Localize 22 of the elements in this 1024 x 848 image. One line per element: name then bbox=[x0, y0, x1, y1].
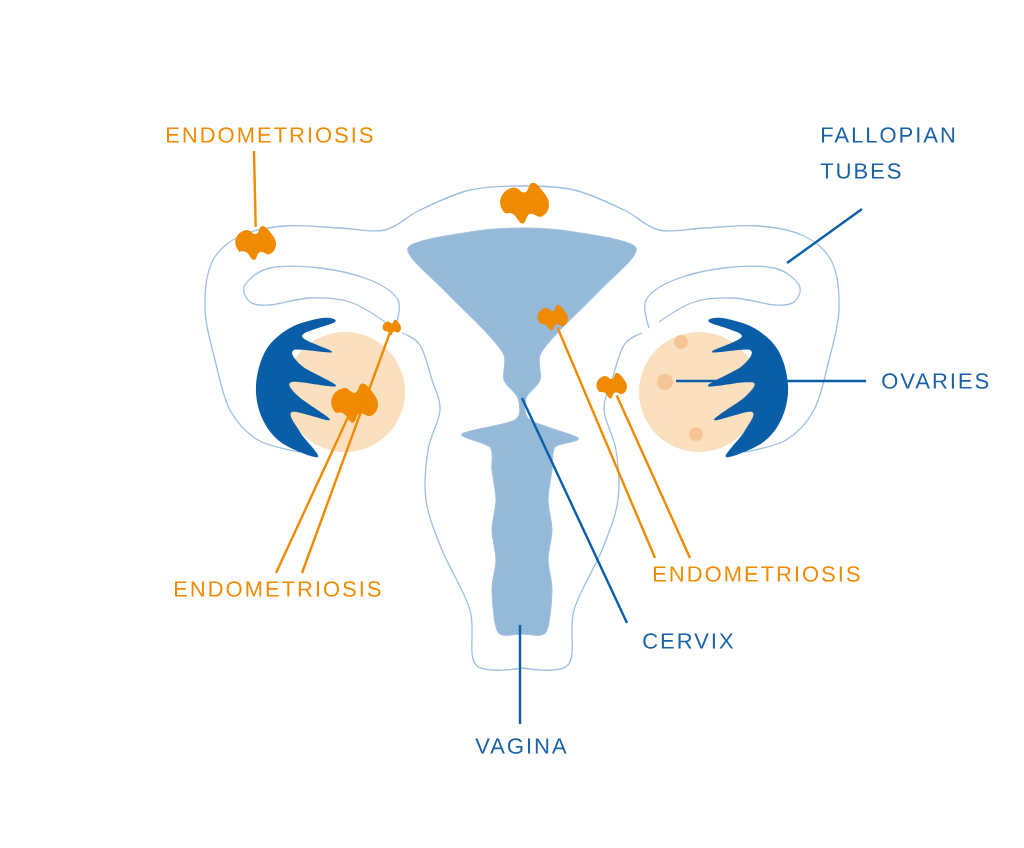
label-text: VAGINA bbox=[475, 738, 567, 754]
leader-line bbox=[274, 417, 349, 574]
endometriosis-lesion bbox=[537, 304, 568, 331]
label-text: ENDOMETRIOSIS bbox=[175, 581, 381, 597]
endometriosis-lesion bbox=[331, 383, 378, 423]
endometriosis-lesion bbox=[235, 225, 276, 260]
leader-line bbox=[556, 327, 657, 559]
leader-line bbox=[786, 208, 863, 264]
endometriosis-lesion bbox=[596, 372, 627, 399]
label-text: OVARIES bbox=[882, 373, 989, 389]
endometriosis-lesion bbox=[500, 182, 549, 224]
label-text: FALLOPIAN TUBES bbox=[820, 127, 955, 179]
label-text: ENDOMETRIOSIS bbox=[167, 127, 373, 143]
leader-line bbox=[615, 394, 692, 559]
leader-line bbox=[520, 397, 629, 624]
leader-line bbox=[252, 150, 257, 227]
endometriosis-lesion bbox=[382, 319, 401, 336]
leader-line bbox=[300, 333, 391, 574]
leader-line bbox=[676, 379, 866, 383]
leader-line bbox=[518, 625, 522, 724]
label-text: ENDOMETRIOSIS bbox=[654, 566, 860, 582]
label-text: CERVIX bbox=[643, 633, 734, 649]
